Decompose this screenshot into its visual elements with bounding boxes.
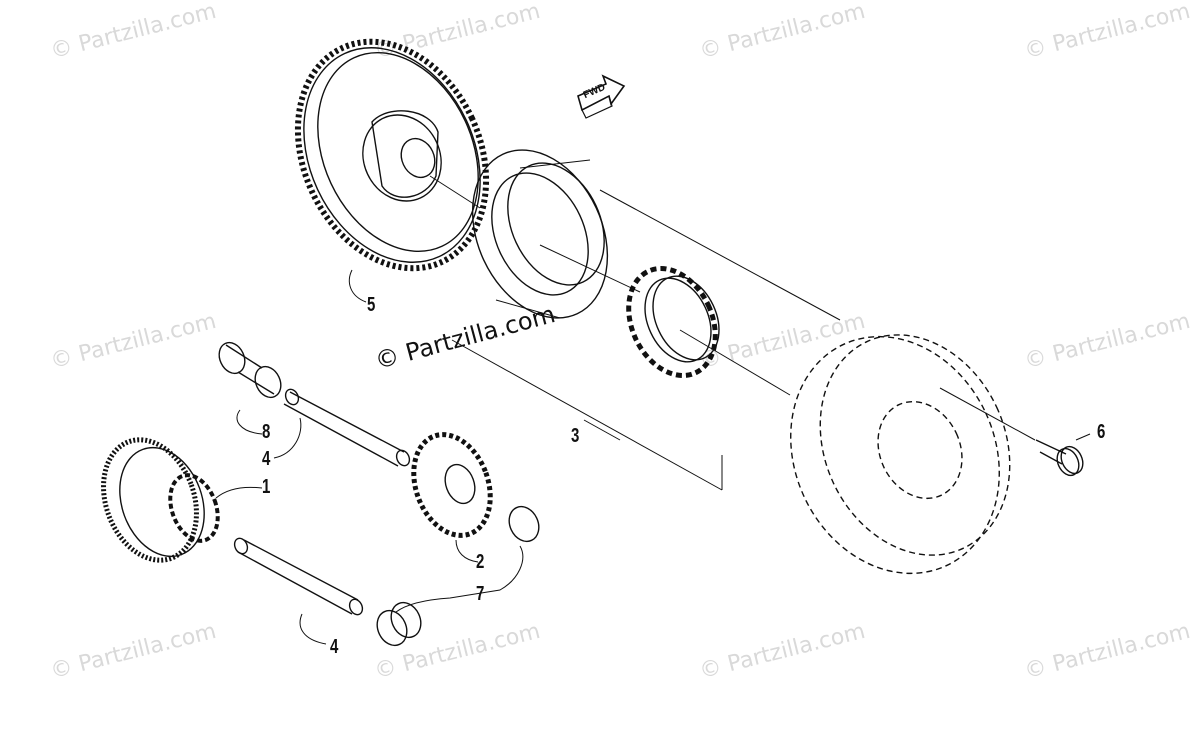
callout-3: 3 <box>571 425 580 447</box>
callout-5: 5 <box>367 294 376 316</box>
callout-6: 6 <box>1097 421 1106 443</box>
starter-clutch-housing-icon <box>471 149 609 319</box>
bushing-icon <box>218 341 282 399</box>
callout-4: 4 <box>262 448 271 470</box>
one-way-clutch-icon <box>626 266 720 378</box>
idler-gear-icon <box>411 432 493 538</box>
callout-2: 2 <box>476 551 485 573</box>
callout-1: 1 <box>262 476 271 498</box>
bushing-icon <box>376 601 422 647</box>
fwd-arrow-icon <box>577 74 626 119</box>
callout-4: 4 <box>330 636 339 658</box>
leader-lines <box>215 269 1091 645</box>
bushing-icon <box>508 505 540 543</box>
bracket-lines <box>451 189 1036 491</box>
bolt-icon <box>1035 439 1084 477</box>
callout-8: 8 <box>262 421 271 443</box>
starter-driven-gear-icon <box>101 437 220 563</box>
shaft-icon <box>283 388 411 467</box>
callout-7: 7 <box>476 583 485 605</box>
shaft-icon <box>233 537 364 616</box>
rotor-icon <box>790 334 1011 575</box>
starter-ring-gear-icon <box>294 38 490 272</box>
